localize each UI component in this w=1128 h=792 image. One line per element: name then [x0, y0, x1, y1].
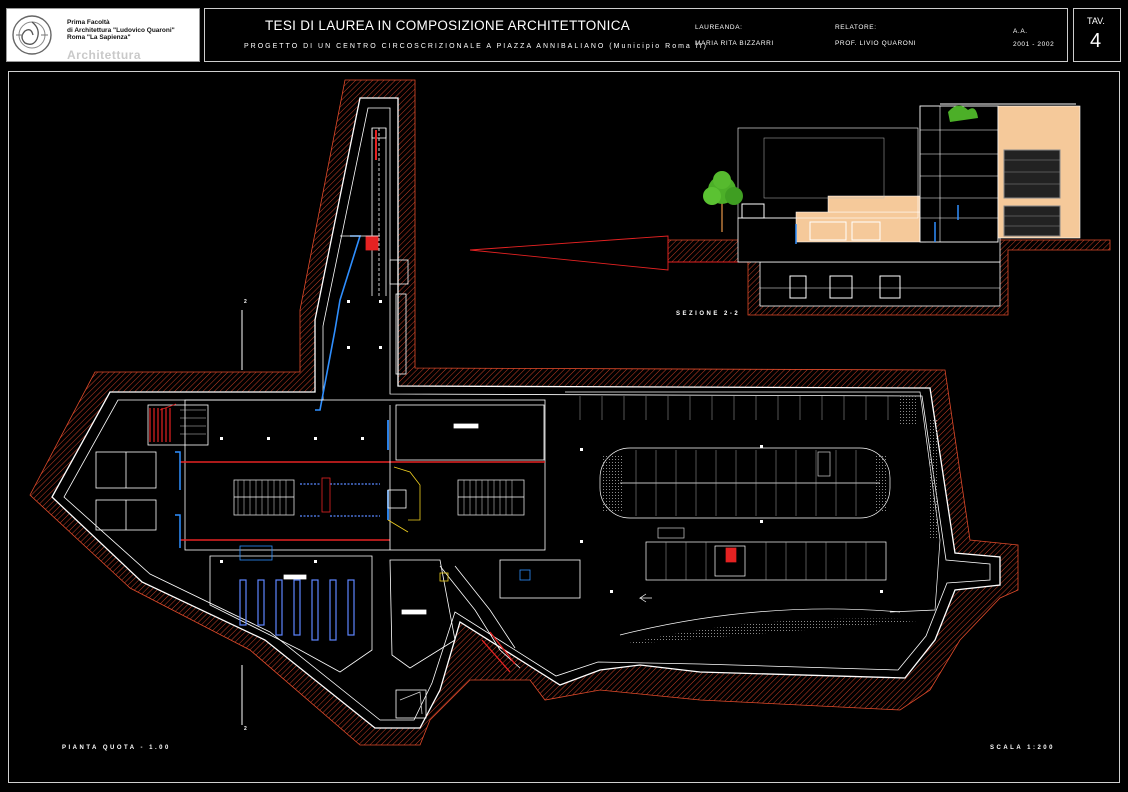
- faculty-logo: Prima Facoltà di Architettura "Ludovico …: [6, 8, 200, 62]
- tree-icon: [703, 171, 743, 232]
- west-services: [95, 403, 209, 548]
- faculty-name: Prima Facoltà di Architettura "Ludovico …: [67, 19, 175, 42]
- structural-columns: [220, 300, 883, 593]
- year-label: A.A.: [1013, 28, 1028, 35]
- parking-garage: [565, 391, 941, 645]
- plan-footprint: [51, 97, 1001, 729]
- central-concourse: [180, 399, 546, 551]
- logo-line-1: Prima Facoltà: [67, 19, 110, 26]
- section-marker-bottom: 2: [244, 726, 247, 732]
- student-name: MARIA RITA BIZZARRI: [695, 40, 774, 47]
- logo-line-3: Roma "La Sapienza": [67, 34, 131, 41]
- project-subtitle: PROGETTO DI UN CENTRO CIRCOSCRIZIONALE A…: [244, 43, 708, 50]
- sheet-number: 4: [1090, 30, 1102, 52]
- title-frame: [204, 8, 1068, 62]
- sheet-label: TAV.: [1087, 16, 1105, 26]
- sheet-frame: [1073, 8, 1121, 62]
- student-label: LAUREANDA:: [695, 24, 743, 31]
- faculty-seal-icon: [12, 15, 52, 55]
- north-corridor: [315, 127, 409, 411]
- title-block: Prima Facoltà di Architettura "Ludovico …: [0, 0, 1128, 68]
- thesis-title: TESI DI LAUREA IN COMPOSIZIONE ARCHITETT…: [265, 18, 631, 33]
- logo-line-2: di Architettura "Ludovico Quaroni": [67, 26, 175, 34]
- section-marker-top: 2: [244, 299, 247, 305]
- year-value: 2001 - 2002: [1013, 41, 1055, 48]
- section-elevation: [469, 103, 1111, 316]
- parking-ramp: [439, 559, 581, 673]
- drawing-frame: [8, 71, 1120, 783]
- scale-label: SCALA 1:200: [990, 745, 1055, 751]
- logo-wordmark: Architettura: [67, 48, 142, 62]
- advisor-name: PROF. LIVIO QUARONI: [835, 40, 917, 47]
- advisor-label: RELATORE:: [835, 24, 877, 31]
- plan-label: PIANTA QUOTA - 1.00: [62, 745, 171, 751]
- southwest-hall: [209, 545, 456, 719]
- section-label: SEZIONE 2-2: [676, 311, 741, 317]
